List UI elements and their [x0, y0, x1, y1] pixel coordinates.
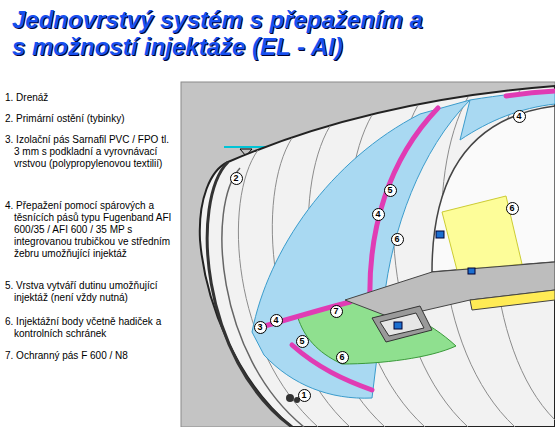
list-item: 1. Drenáž [5, 92, 175, 104]
list-item: 7. Ochranný pás F 600 / N8 [5, 350, 175, 362]
road-deck [345, 262, 555, 318]
list-item: 5. Vrstva vytváří dutinu umožňující inje… [5, 280, 175, 304]
callout-number: 2 [230, 172, 243, 185]
callout-number: 4 [513, 110, 526, 123]
ring-joints [238, 90, 555, 427]
callout-number: 4 [372, 208, 385, 221]
list-item: 6. Injektážní body včetně hadiček a kont… [5, 316, 175, 340]
cable-channel [380, 313, 424, 336]
callout-number: 6 [391, 233, 404, 246]
kerb [470, 290, 555, 310]
injection-box [436, 231, 444, 238]
inner-zone [442, 196, 522, 274]
panel [181, 82, 555, 427]
callout-number: 7 [330, 305, 343, 318]
callout-number: 3 [254, 321, 267, 334]
injection-box [394, 322, 402, 329]
callout-number: 4 [270, 314, 283, 327]
callout-number: 6 [506, 202, 519, 215]
list-item: 3. Izolační pás Sarnafil PVC / FPO tl. 3… [5, 134, 175, 170]
callout-number: 5 [296, 335, 309, 348]
injection-box [468, 268, 475, 274]
list-item: 4. Přepažení pomocí spárových a těsnícíc… [5, 200, 175, 260]
waterstop [258, 91, 555, 390]
callout-number: 6 [336, 351, 349, 364]
cable-channel [372, 306, 432, 342]
list-item: 2. Primární ostění (tybinky) [5, 113, 175, 125]
primary-lining [200, 86, 555, 427]
title: Jednovrstvý systém s přepažením a s možn… [12, 6, 437, 60]
callout-number: 1 [298, 389, 311, 402]
callout-number: 5 [384, 184, 397, 197]
